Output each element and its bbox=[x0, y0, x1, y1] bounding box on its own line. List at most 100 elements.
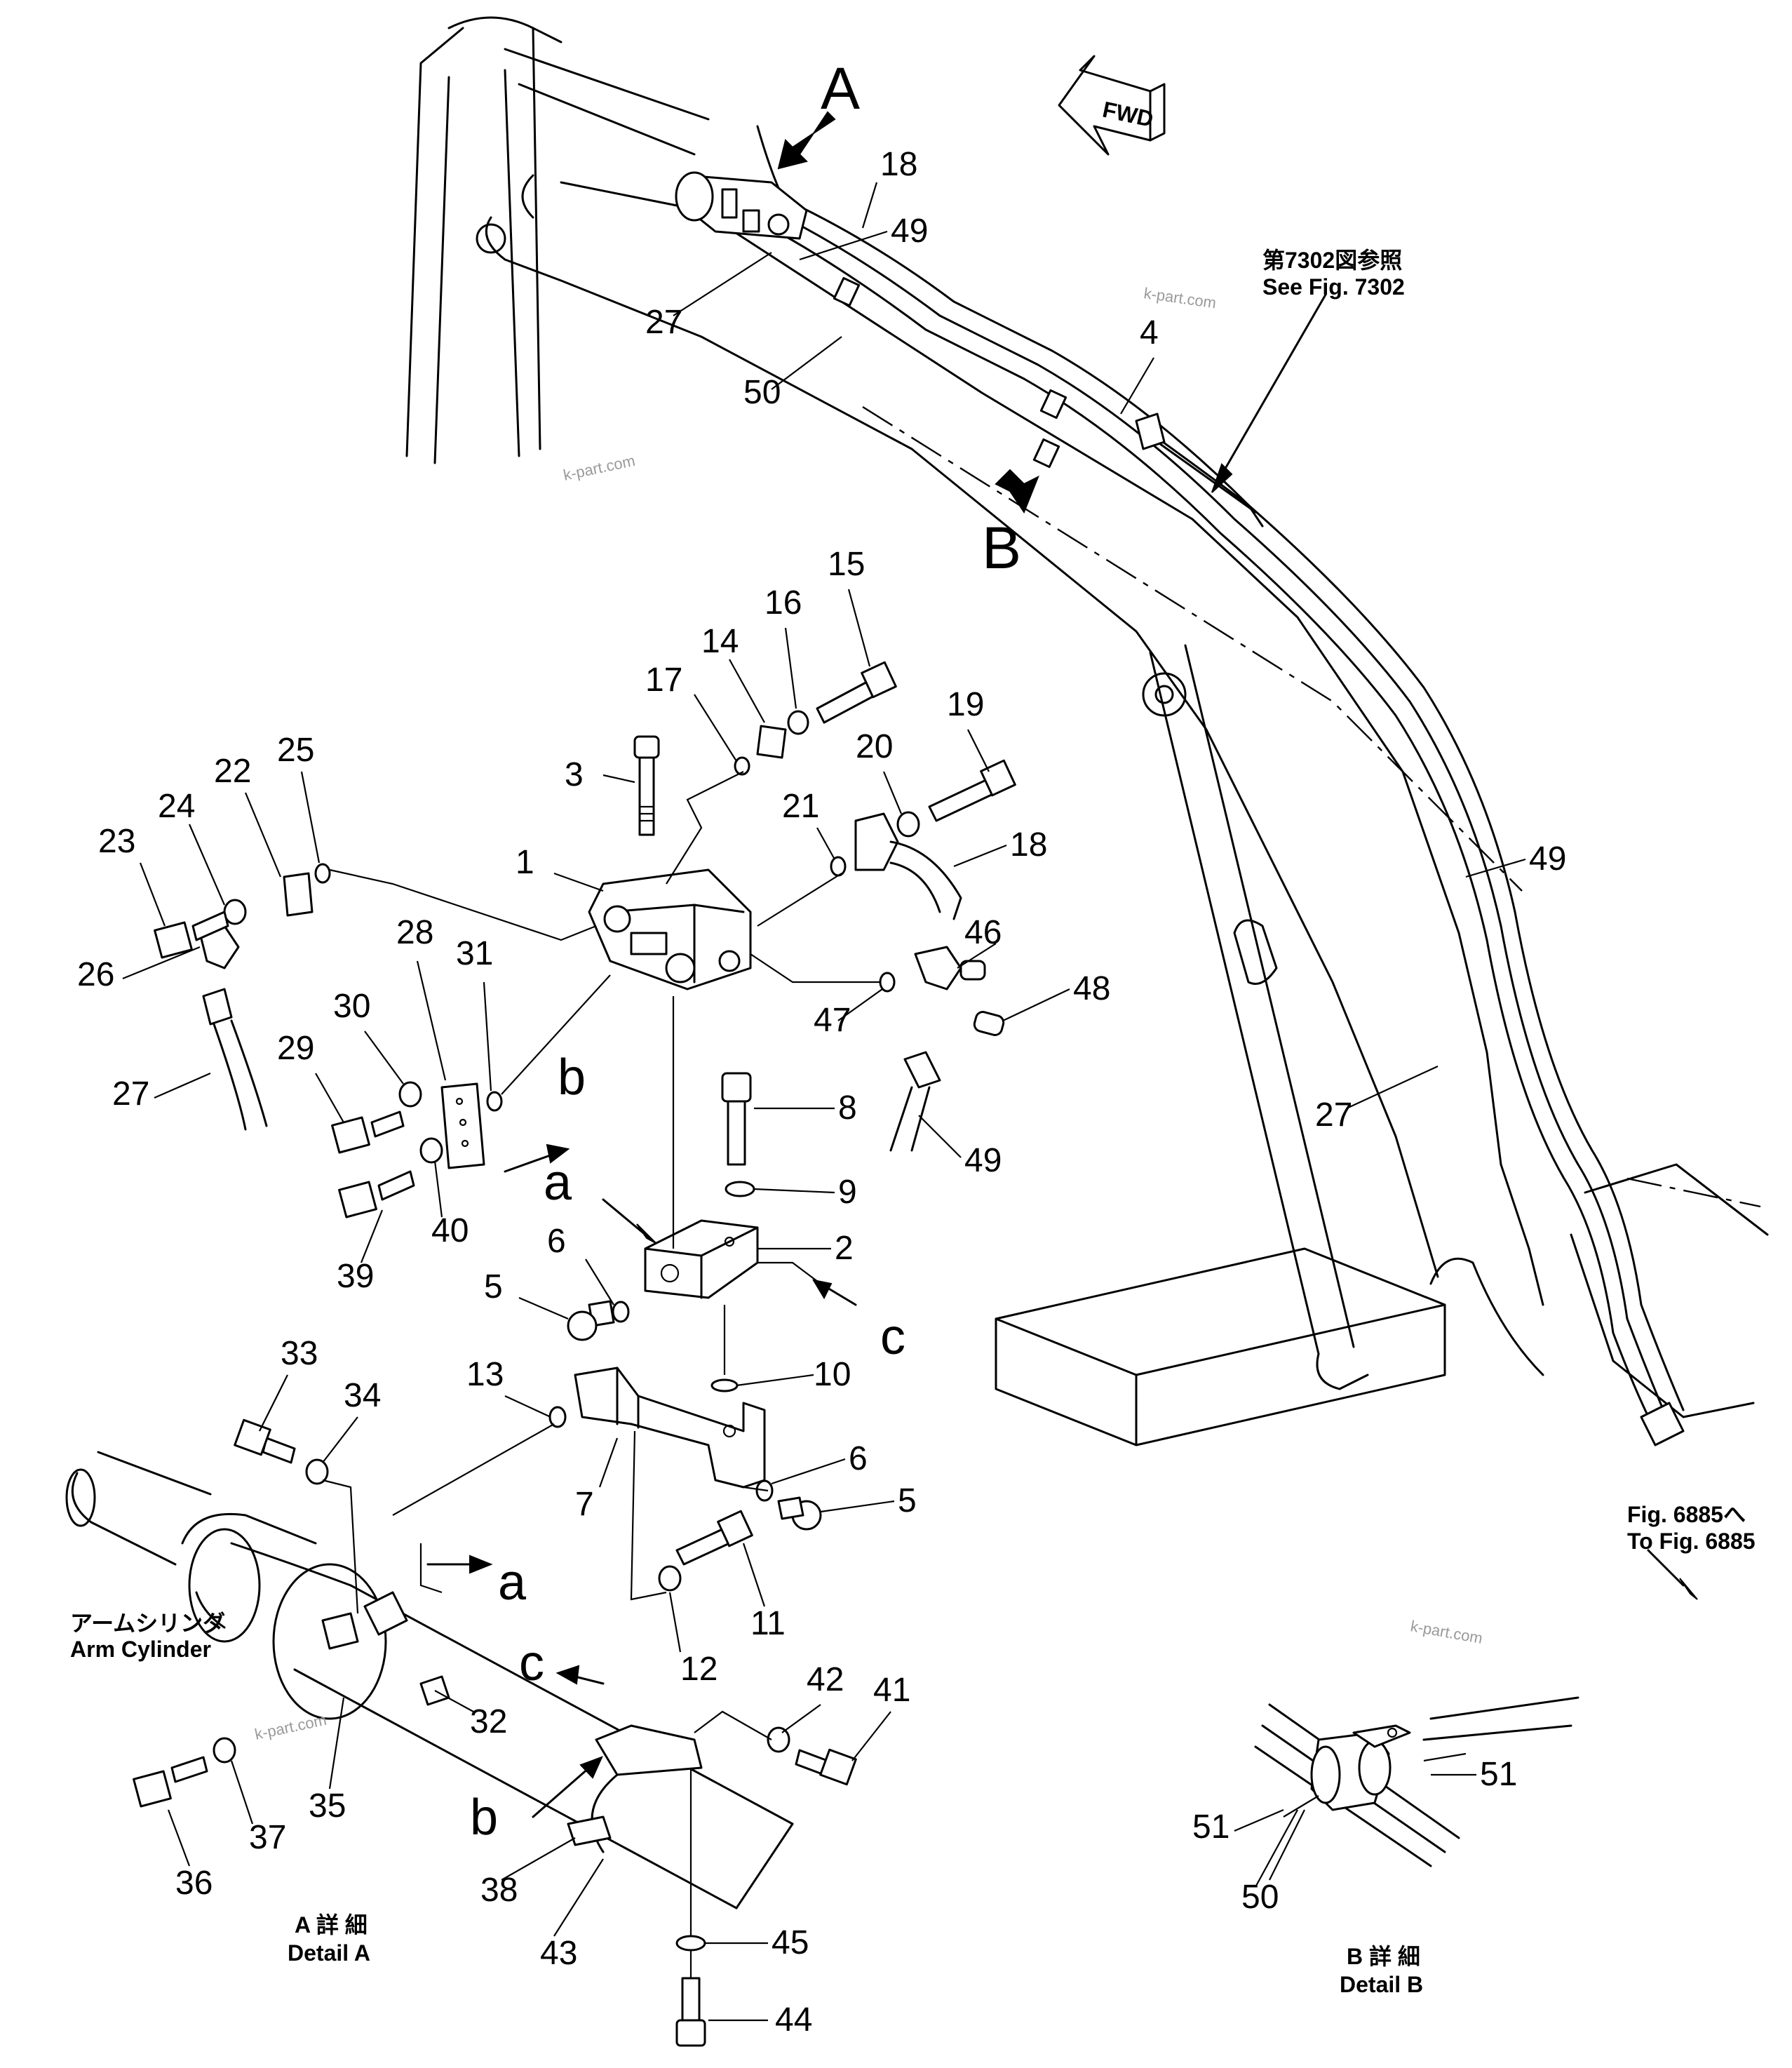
leader-line-35-39 bbox=[328, 1697, 345, 1790]
part-number-12: 12 bbox=[680, 1651, 718, 1688]
notes: 第7302図参照 See Fig. 7302 Fig. 6885へ To Fig… bbox=[70, 248, 1756, 1997]
leader-line-51-59 bbox=[1234, 1808, 1284, 1832]
leader-line-18-19 bbox=[861, 182, 878, 229]
leader-line-4-3 bbox=[1120, 357, 1154, 415]
leader-line-36-40 bbox=[167, 1809, 191, 1867]
leader-line-18-20 bbox=[953, 844, 1007, 868]
fwd-marker: FWD bbox=[1100, 97, 1156, 132]
note-detail-a-en: Detail A bbox=[288, 1940, 370, 1966]
part-number-37: 37 bbox=[249, 1819, 286, 1856]
note-see-fig-jp: 第7302図参照 bbox=[1262, 248, 1402, 273]
part-number-2: 2 bbox=[835, 1230, 854, 1267]
leader-line-13-14 bbox=[504, 1395, 551, 1418]
leader-line-49-53 bbox=[918, 1115, 962, 1158]
note-detail-b-en: Detail B bbox=[1340, 1972, 1423, 1997]
exploded-valve bbox=[154, 661, 1016, 1601]
leader-line-6-6 bbox=[585, 1258, 614, 1305]
leader-line-37-41 bbox=[230, 1760, 254, 1825]
part-number-28: 28 bbox=[396, 914, 433, 951]
watermark-2: k-part.com bbox=[562, 452, 637, 484]
leader-line-27-30 bbox=[1346, 1066, 1439, 1109]
part-number-34: 34 bbox=[344, 1377, 381, 1414]
part-number-35: 35 bbox=[309, 1787, 346, 1825]
leader-line-19-21 bbox=[967, 729, 990, 772]
leader-line-23-25 bbox=[139, 862, 166, 927]
leader-line-1-0 bbox=[553, 872, 604, 892]
part-number-32: 32 bbox=[470, 1703, 507, 1740]
part-number-20: 20 bbox=[856, 728, 893, 765]
note-arm-cylinder-jp: アームシリンダ bbox=[70, 1611, 225, 1636]
leader-line-17-18 bbox=[694, 694, 737, 762]
leader-line-42-46 bbox=[781, 1704, 821, 1733]
leader-line-5-4 bbox=[518, 1296, 569, 1320]
section-letter-b-upper: b bbox=[558, 1049, 586, 1106]
part-number-31: 31 bbox=[456, 935, 493, 972]
leader-line-46-50 bbox=[957, 943, 997, 969]
part-number-27: 27 bbox=[1315, 1096, 1352, 1134]
view-arrows bbox=[777, 55, 1166, 514]
leader-line-40-44 bbox=[433, 1160, 443, 1218]
part-number-18: 18 bbox=[1010, 826, 1047, 864]
note-to-fig-jp: Fig. 6885へ bbox=[1627, 1502, 1746, 1527]
note-detail-a-jp: A 詳 細 bbox=[295, 1912, 368, 1938]
leader-line-30-34 bbox=[364, 1030, 404, 1085]
part-number-6: 6 bbox=[547, 1223, 566, 1260]
watermark-4: k-part.com bbox=[253, 1711, 328, 1743]
watermarks: k-part.com k-part.com k-part.com k-part.… bbox=[253, 284, 1484, 1743]
arm-hose-route bbox=[675, 125, 1685, 1446]
fig7302-hose bbox=[1135, 293, 1327, 528]
part-number-36: 36 bbox=[175, 1865, 213, 1902]
part-number-16: 16 bbox=[764, 584, 802, 622]
part-number-49: 49 bbox=[1529, 840, 1566, 878]
leader-line-14-15 bbox=[729, 659, 765, 723]
view-marker-a: A bbox=[821, 55, 860, 121]
leader-line-49-54 bbox=[1465, 858, 1526, 878]
part-number-47: 47 bbox=[814, 1002, 851, 1039]
note-detail-b-jp: B 詳 細 bbox=[1347, 1944, 1420, 1969]
watermark-3: k-part.com bbox=[1409, 1617, 1484, 1647]
part-callouts: 1234556678910111213141516171818192021222… bbox=[77, 146, 1566, 2039]
part-number-8: 8 bbox=[838, 1089, 857, 1127]
leader-line-20-22 bbox=[882, 771, 903, 814]
leader-line-16-17 bbox=[784, 627, 797, 709]
watermark-1: k-part.com bbox=[1143, 284, 1217, 311]
detail-b-clamp bbox=[1254, 1696, 1579, 1881]
part-number-50: 50 bbox=[743, 374, 781, 411]
part-number-51: 51 bbox=[1192, 1808, 1230, 1846]
part-number-21: 21 bbox=[782, 788, 819, 825]
leader-line-47-51 bbox=[837, 988, 883, 1021]
part-number-5: 5 bbox=[898, 1482, 917, 1519]
part-number-15: 15 bbox=[828, 546, 865, 583]
part-number-50: 50 bbox=[1241, 1879, 1279, 1916]
leader-line-27-31 bbox=[673, 252, 772, 316]
note-see-fig-en: See Fig. 7302 bbox=[1262, 274, 1405, 300]
part-number-14: 14 bbox=[701, 623, 739, 660]
leader-line-24-26 bbox=[188, 824, 226, 906]
section-letter-a-upper: a bbox=[544, 1155, 572, 1211]
leader-line-33-37 bbox=[259, 1374, 288, 1432]
part-number-51: 51 bbox=[1480, 1756, 1517, 1793]
part-number-49: 49 bbox=[964, 1142, 1002, 1179]
part-number-17: 17 bbox=[645, 662, 682, 699]
detail-a-arm-cylinder bbox=[65, 1143, 857, 2047]
part-number-9: 9 bbox=[838, 1174, 857, 1211]
part-number-19: 19 bbox=[947, 686, 984, 723]
leader-line-28-32 bbox=[416, 960, 447, 1081]
part-number-45: 45 bbox=[772, 1924, 809, 1961]
leader-line-38-42 bbox=[501, 1837, 576, 1881]
leader-line-43-47 bbox=[553, 1858, 604, 1937]
leader-line-31-35 bbox=[483, 981, 492, 1092]
leader-line-34-38 bbox=[322, 1416, 358, 1463]
leader-line-27-29 bbox=[154, 1072, 211, 1099]
leader-line-7-8 bbox=[598, 1437, 619, 1488]
part-number-5: 5 bbox=[484, 1268, 503, 1305]
leader-line-50-56 bbox=[771, 336, 842, 390]
leader-line-22-24 bbox=[244, 792, 282, 878]
leader-line-21-23 bbox=[816, 827, 835, 860]
part-number-11: 11 bbox=[750, 1605, 786, 1642]
part-number-13: 13 bbox=[466, 1356, 504, 1393]
note-to-fig-en: To Fig. 6885 bbox=[1627, 1529, 1756, 1554]
leader-line-50-57 bbox=[1255, 1809, 1298, 1888]
part-number-10: 10 bbox=[814, 1356, 851, 1393]
